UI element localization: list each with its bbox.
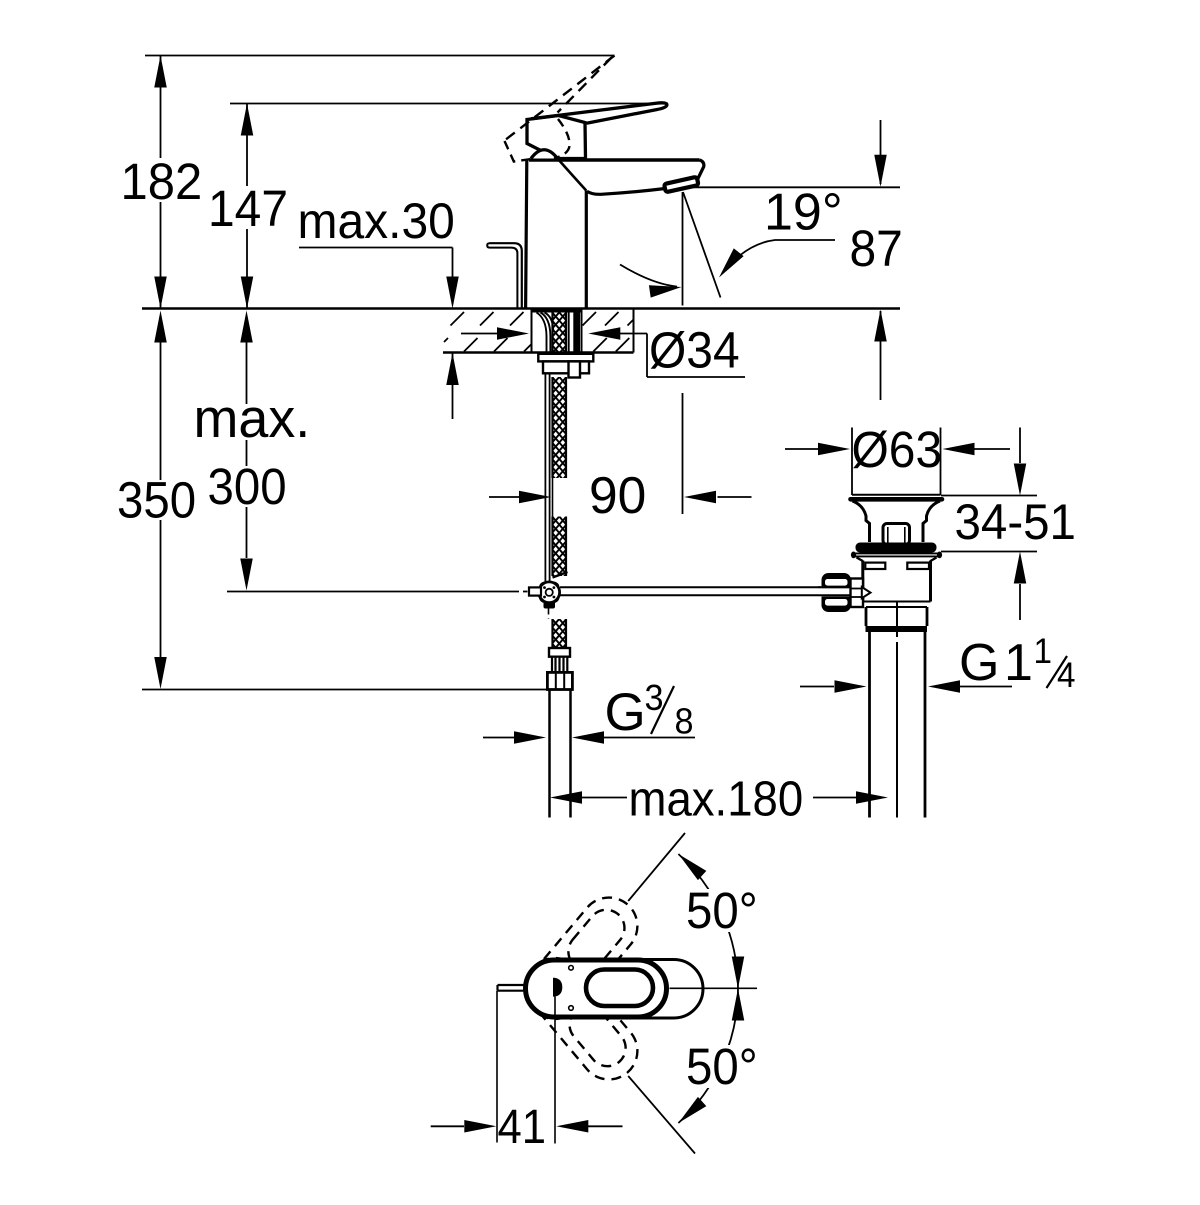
svg-text:4: 4 xyxy=(1057,656,1075,695)
svg-text:Ø34: Ø34 xyxy=(649,322,740,379)
svg-text:300: 300 xyxy=(208,458,287,515)
svg-text:1: 1 xyxy=(1034,632,1052,671)
svg-text:G: G xyxy=(959,634,999,692)
svg-text:41: 41 xyxy=(498,1099,547,1154)
svg-text:182: 182 xyxy=(121,153,203,210)
svg-text:50°: 50° xyxy=(686,1038,758,1095)
svg-text:max.: max. xyxy=(194,388,311,450)
svg-text:350: 350 xyxy=(117,472,196,529)
svg-text:19°: 19° xyxy=(764,184,843,242)
svg-text:3: 3 xyxy=(645,678,664,718)
svg-text:1: 1 xyxy=(1004,634,1033,692)
svg-text:87: 87 xyxy=(850,221,903,278)
svg-text:34-51: 34-51 xyxy=(955,495,1076,550)
svg-text:max.30: max.30 xyxy=(298,194,455,249)
svg-text:Ø63: Ø63 xyxy=(852,422,943,479)
svg-text:147: 147 xyxy=(208,181,288,238)
svg-text:8: 8 xyxy=(675,702,694,742)
svg-text:max.180: max.180 xyxy=(629,772,804,827)
svg-text:90: 90 xyxy=(589,466,646,524)
svg-text:G: G xyxy=(605,683,646,742)
svg-text:50°: 50° xyxy=(686,882,758,939)
